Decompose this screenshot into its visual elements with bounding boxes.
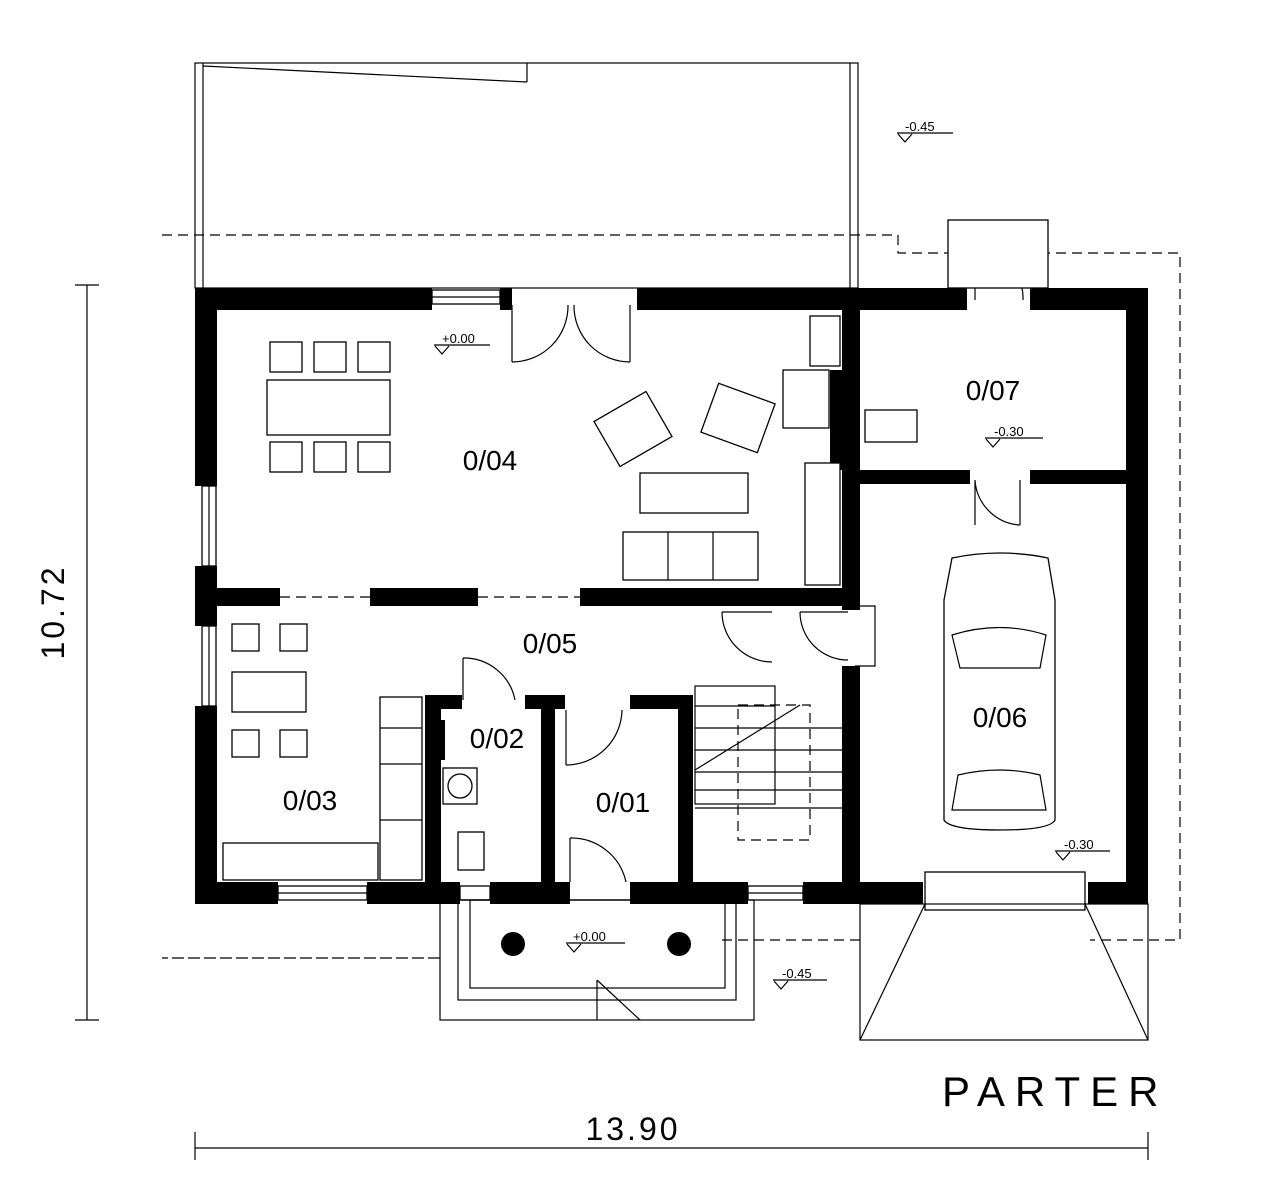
dining-set xyxy=(266,341,391,473)
level-living: +0.00 xyxy=(442,331,475,346)
roof-outline xyxy=(162,234,1181,959)
level-markers: -0.45 +0.00 -0.30 -0.30 +0.00 -0.45 xyxy=(434,119,1110,990)
room-label-0-05: 0/05 xyxy=(523,628,578,659)
plan-title: PARTER xyxy=(942,1068,1168,1115)
room-label-0-01: 0/01 xyxy=(596,787,651,818)
height-dimension-label: 10.72 xyxy=(35,564,71,659)
entrance-porch xyxy=(439,899,755,1021)
room-label-0-04: 0/04 xyxy=(463,445,518,476)
width-dimension-label: 13.90 xyxy=(585,1111,680,1147)
room-label-0-03: 0/03 xyxy=(283,785,338,816)
terrace xyxy=(194,62,859,289)
level-garage: -0.30 xyxy=(1064,837,1094,852)
level-entrance: +0.00 xyxy=(573,929,606,944)
walls xyxy=(195,288,1148,904)
room-label-0-07: 0/07 xyxy=(966,375,1021,406)
level-vestibule: -0.30 xyxy=(994,424,1024,439)
doors xyxy=(462,219,1049,883)
width-dimension: 13.90 xyxy=(194,1111,1149,1160)
car-icon xyxy=(943,552,1056,831)
room-label-0-02: 0/02 xyxy=(470,723,525,754)
kitchen-furniture xyxy=(222,623,423,881)
height-dimension: 10.72 xyxy=(35,284,99,1021)
level-outside-bottom: -0.45 xyxy=(782,966,812,981)
room-label-0-06: 0/06 xyxy=(973,702,1028,733)
bathroom-fixtures xyxy=(442,767,485,871)
stairs xyxy=(694,685,842,841)
level-outside-top: -0.45 xyxy=(905,119,935,134)
driveway xyxy=(859,903,1149,1041)
living-furniture xyxy=(593,315,918,586)
